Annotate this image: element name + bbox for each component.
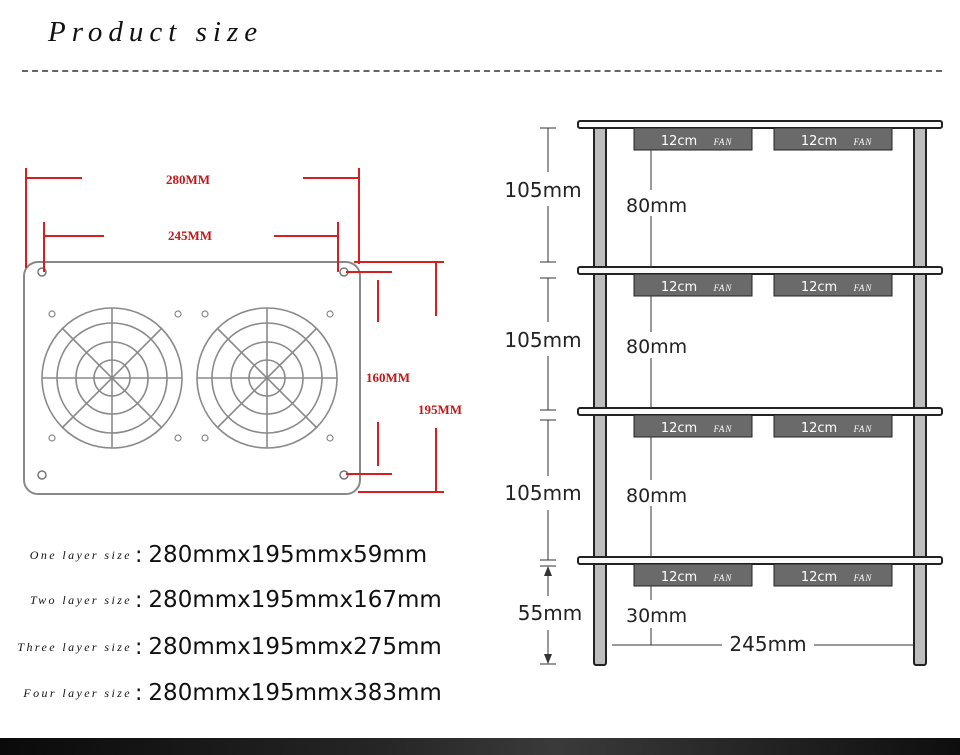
- fan-size-text: 12cm: [801, 134, 837, 149]
- fan-size-text: 12cm: [801, 280, 837, 295]
- spec-colon: :: [135, 542, 143, 568]
- dashed-divider: [22, 70, 942, 72]
- plate-hole-width-label: 245MM: [168, 228, 212, 243]
- fan-label-boxes: [633, 127, 893, 587]
- fan-grill-right: [196, 307, 338, 449]
- fan-size-text: 12cm: [661, 421, 697, 436]
- rack-drawing: 12cm FAN 12cm FAN 12cm FAN 12cm FAN 12cm…: [504, 120, 943, 666]
- footer-bar: [0, 738, 960, 755]
- page-title: Product size: [48, 16, 264, 48]
- layer-2-height-label: 105mm: [504, 328, 581, 352]
- dimension-lines: [25, 168, 444, 493]
- rack-legs: [593, 126, 927, 666]
- spec-row-three-layer: Three layer size : 280mmx195mmx275mm: [0, 627, 442, 667]
- fan-size-text: 12cm: [661, 280, 697, 295]
- fan-word-text: FAN: [713, 283, 733, 293]
- fan-size-text: 12cm: [661, 134, 697, 149]
- layer-3-height-label: 105mm: [504, 481, 581, 505]
- plate-height-label: 195MM: [418, 402, 462, 417]
- fan-word-text: FAN: [713, 424, 733, 434]
- spec-value: 280mmx195mmx383mm: [148, 680, 442, 706]
- spec-colon: :: [135, 634, 143, 660]
- layer-1-height-label: 105mm: [504, 178, 581, 202]
- layer-4-clearance-label: 30mm: [626, 605, 687, 627]
- spec-row-one-layer: One layer size : 280mmx195mmx59mm: [0, 535, 427, 575]
- fan-labels: 12cm FAN 12cm FAN 12cm FAN 12cm FAN 12cm…: [661, 134, 873, 585]
- spec-label: Three layer size: [17, 639, 132, 654]
- fan-word-text: FAN: [853, 137, 873, 147]
- spec-row-two-layer: Two layer size : 280mmx195mmx167mm: [0, 580, 442, 620]
- fan-word-text: FAN: [713, 573, 733, 583]
- shelf: [577, 266, 943, 275]
- spec-label: One layer size: [29, 547, 132, 562]
- fan-grill-left: [41, 307, 183, 449]
- spec-row-four-layer: Four layer size : 280mmx195mmx383mm: [0, 673, 442, 713]
- spec-value: 280mmx195mmx167mm: [148, 587, 442, 613]
- fan-word-text: FAN: [853, 573, 873, 583]
- layer-2-clearance-label: 80mm: [626, 336, 687, 358]
- shelf: [577, 556, 943, 565]
- fan-plate-drawing: 280MM 245MM 160MM 195MM: [23, 168, 462, 495]
- rack-width-label: 245mm: [729, 632, 806, 656]
- fan-word-text: FAN: [853, 424, 873, 434]
- fan-word-text: FAN: [713, 137, 733, 147]
- layer-1-clearance-label: 80mm: [626, 195, 687, 217]
- rack-arrowheads: [544, 566, 552, 664]
- fan-size-text: 12cm: [801, 570, 837, 585]
- fan-size-text: 12cm: [661, 570, 697, 585]
- fan-word-text: FAN: [853, 283, 873, 293]
- spec-label: Four layer size: [23, 685, 132, 700]
- fan-size-text: 12cm: [801, 421, 837, 436]
- spec-value: 280mmx195mmx275mm: [148, 634, 442, 660]
- spec-label: Two layer size: [29, 592, 132, 607]
- spec-value: 280mmx195mmx59mm: [148, 542, 428, 568]
- rack-dimension-lines: [540, 127, 914, 665]
- fan-screw-holes: [48, 310, 334, 442]
- spec-colon: :: [135, 587, 143, 613]
- plate-width-label: 280MM: [166, 172, 210, 187]
- rack-shelves: [577, 120, 943, 565]
- plate-outline: [23, 261, 361, 495]
- layer-3-clearance-label: 80mm: [626, 485, 687, 507]
- shelf: [577, 120, 943, 129]
- layer-4-height-label: 55mm: [518, 601, 582, 625]
- spec-colon: :: [135, 680, 143, 706]
- shelf: [577, 407, 943, 416]
- plate-hole-height-label: 160MM: [366, 370, 410, 385]
